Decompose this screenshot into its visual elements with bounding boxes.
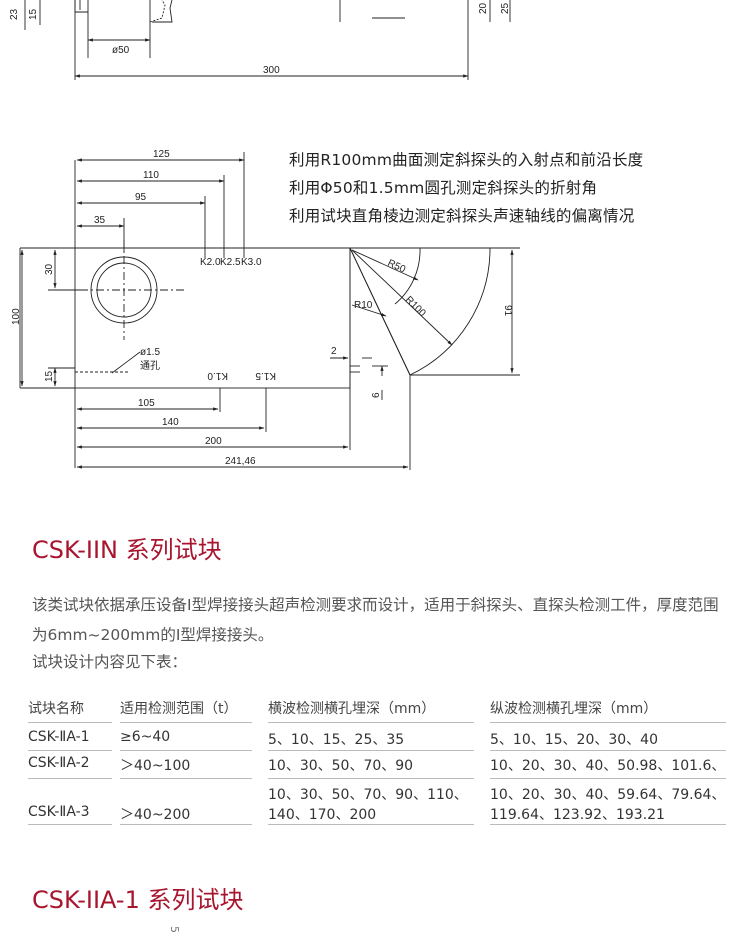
dim-241-46: 241,46: [225, 456, 256, 467]
table-cell-range: ≥6~40: [120, 729, 171, 745]
dim-105: 105: [138, 398, 155, 409]
dim-35: 35: [94, 215, 106, 226]
table-cell-long-line1: 10、20、30、40、59.64、79.64、: [490, 787, 726, 803]
dim-phi50: ø50: [112, 45, 130, 56]
table-cell-name: CSK-ⅡA-3: [28, 804, 90, 820]
dim-300: 300: [263, 65, 280, 76]
divider: [28, 778, 112, 779]
table-header-name: 试块名称: [28, 701, 84, 717]
label-r100: R100: [403, 294, 428, 319]
table-cell-name: CSK-ⅡA-2: [28, 755, 90, 771]
divider: [268, 824, 474, 825]
divider: [490, 778, 726, 779]
dim-25: 25: [500, 2, 511, 14]
label-r10: R10: [354, 300, 373, 311]
divider: [268, 722, 474, 723]
dim-2: 2: [331, 346, 337, 357]
dim-30: 30: [44, 263, 55, 275]
table-cell-long-line2: 119.64、123.92、193.21: [490, 807, 665, 823]
label-k30: K3.0: [241, 257, 262, 268]
dim-23: 23: [9, 8, 20, 20]
divider: [120, 722, 252, 723]
table-cell-range: ＞40~200: [120, 807, 191, 823]
label-k25: K2.5: [220, 257, 241, 268]
note-r100: 利用R100mm曲面测定斜探头的入射点和前沿长度: [289, 151, 644, 169]
dim-100: 100: [11, 308, 22, 325]
table-cell-range: ＞40~100: [120, 758, 191, 774]
label-r50: R50: [386, 258, 408, 276]
dim-95: 95: [135, 192, 147, 203]
table-cell-shear-line2: 140、170、200: [268, 807, 377, 823]
section-title-csk-iin: CSK-IIN 系列试块: [32, 536, 222, 564]
section-title-csk-iia-1: CSK-IIA-1 系列试块: [32, 886, 244, 914]
test-block-drawing: 23 15 ø50 300 20 25 125 110 95 35 30 100…: [9, 0, 520, 470]
divider: [120, 778, 252, 779]
section-paragraph-2: 试块设计内容见下表：: [32, 653, 188, 671]
dim-91: 91: [502, 305, 513, 317]
table-header-long: 纵波检测横孔埋深（mm）: [490, 701, 658, 717]
label-hole-dia: ø1.5: [140, 347, 160, 358]
dim-110: 110: [143, 170, 159, 181]
dim-140: 140: [162, 417, 179, 428]
label-hole-through: 通孔: [140, 360, 160, 372]
page-number: 5: [168, 926, 181, 933]
table-cell-long: 10、20、30、40、50.98、101.6、: [490, 758, 726, 774]
table-cell-shear: 10、30、50、70、90: [268, 758, 414, 774]
table-cell-name: CSK-ⅡA-1: [28, 729, 90, 745]
dim-20: 20: [478, 2, 489, 14]
divider: [490, 750, 726, 751]
divider: [268, 750, 474, 751]
dim-15-top: 15: [28, 8, 39, 20]
label-k15: K1.5: [255, 370, 276, 381]
dim-15: 15: [44, 370, 55, 382]
table-cell-shear-line1: 10、30、50、70、90、110、: [268, 787, 468, 803]
dim-6: 6: [371, 392, 382, 398]
dim-200: 200: [205, 436, 222, 447]
divider: [28, 824, 112, 825]
divider: [268, 778, 474, 779]
label-k20: K2.0: [200, 257, 221, 268]
divider: [120, 750, 252, 751]
divider: [120, 824, 252, 825]
table-header-shear: 横波检测横孔埋深（mm）: [268, 701, 436, 717]
note-phi50: 利用Φ50和1.5mm圆孔测定斜探头的折射角: [289, 179, 598, 197]
table-cell-shear: 5、10、15、25、35: [268, 732, 405, 748]
divider: [490, 722, 726, 723]
dim-125: 125: [153, 149, 170, 160]
divider: [490, 824, 726, 825]
table-header-range: 适用检测范围（t）: [120, 701, 238, 717]
label-k10: K1.0: [207, 370, 228, 381]
note-edge: 利用试块直角棱边测定斜探头声速轴线的偏离情况: [289, 207, 635, 225]
divider: [28, 750, 112, 751]
divider: [28, 722, 112, 723]
section-paragraph: 该类试块依据承压设备I型焊接接头超声检测要求而设计，适用于斜探头、直探头检测工件…: [32, 596, 719, 644]
table-cell-long: 5、10、15、20、30、40: [490, 732, 658, 748]
